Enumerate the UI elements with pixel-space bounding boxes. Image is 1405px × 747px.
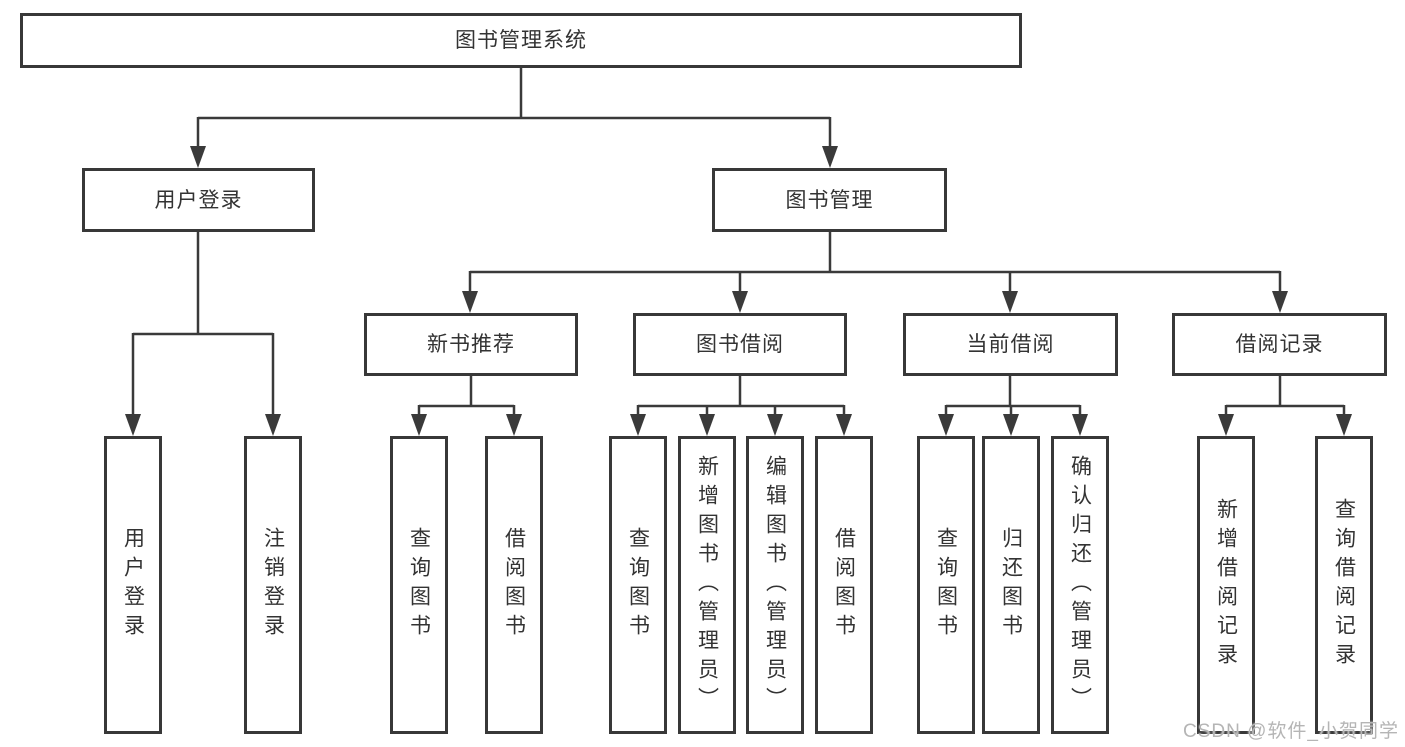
node-borrow-record: 借阅记录 — [1172, 313, 1387, 376]
node-newbook-borrow-books: 借阅图书 — [485, 436, 543, 734]
node-user-login: 用户登录 — [82, 168, 315, 232]
node-current-return-books: 归还图书 — [982, 436, 1040, 734]
connector-current-children — [938, 376, 1088, 436]
node-borrow-edit-books-admin: 编辑图书（管理员） — [746, 436, 804, 734]
node-record-query-record: 查询借阅记录 — [1315, 436, 1373, 734]
node-current-borrow: 当前借阅 — [903, 313, 1118, 376]
node-record-add-record: 新增借阅记录 — [1197, 436, 1255, 734]
connector-root-to-level1 — [190, 68, 838, 168]
node-book-management: 图书管理 — [712, 168, 947, 232]
node-borrow-query-books: 查询图书 — [609, 436, 667, 734]
connector-record-children — [1218, 376, 1352, 436]
connector-borrow-children — [630, 376, 852, 436]
node-current-confirm-return-admin: 确认归还（管理员） — [1051, 436, 1109, 734]
node-borrow-borrow-books: 借阅图书 — [815, 436, 873, 734]
node-new-book-recommend: 新书推荐 — [364, 313, 578, 376]
node-book-borrow: 图书借阅 — [633, 313, 847, 376]
node-borrow-add-books-admin: 新增图书（管理员） — [678, 436, 736, 734]
node-newbook-query-books: 查询图书 — [390, 436, 448, 734]
node-current-query-books: 查询图书 — [917, 436, 975, 734]
connector-login-children — [125, 232, 281, 436]
connector-mgmt-to-level2 — [462, 232, 1288, 313]
connector-newbook-children — [411, 376, 522, 436]
node-login-user-login: 用户登录 — [104, 436, 162, 734]
node-login-logout: 注销登录 — [244, 436, 302, 734]
node-root-system: 图书管理系统 — [20, 13, 1022, 68]
csdn-watermark: CSDN @软件_小贺同学 — [1183, 721, 1399, 742]
